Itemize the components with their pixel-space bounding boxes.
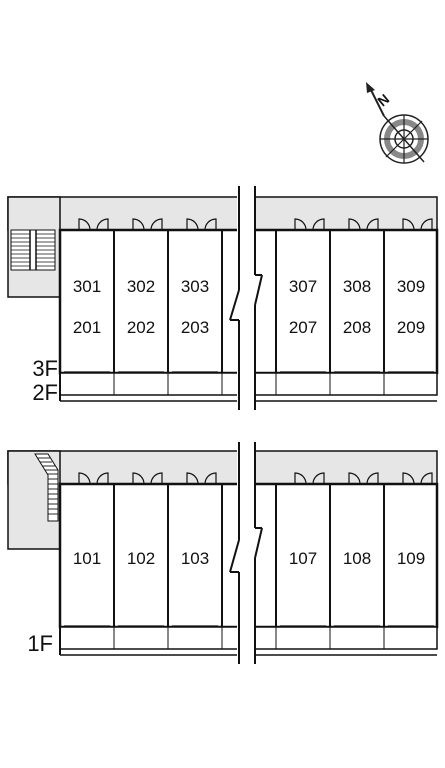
unit-label-103: 103	[181, 549, 209, 568]
unit-label-207: 207	[289, 318, 317, 337]
unit-label-203: 203	[181, 318, 209, 337]
upper-floor-plan: 301 201 302 202 303 203 307 207 308 208 …	[7, 186, 439, 410]
upper-door-icons	[78, 218, 433, 231]
upper-corridor	[7, 196, 438, 231]
floor-label-3f: 3F	[32, 356, 58, 381]
lower-staircase-icon	[34, 453, 59, 522]
upper-break-mark	[229, 186, 263, 410]
unit-label-107: 107	[289, 549, 317, 568]
unit-label-309: 309	[397, 277, 425, 296]
compass-north-label: N	[374, 91, 392, 110]
upper-staircase-icon	[10, 229, 56, 271]
unit-label-209: 209	[397, 318, 425, 337]
unit-label-201: 201	[73, 318, 101, 337]
floor-label-1f: 1F	[27, 631, 53, 656]
unit-label-208: 208	[343, 318, 371, 337]
unit-label-202: 202	[127, 318, 155, 337]
floor-label-2f: 2F	[32, 380, 58, 405]
unit-label-303: 303	[181, 277, 209, 296]
compass-north-arrow-icon: N	[366, 82, 429, 164]
unit-label-102: 102	[127, 549, 155, 568]
unit-label-101: 101	[73, 549, 101, 568]
lower-floor-plan: 101 102 103 107 108 109 1F	[7, 442, 439, 664]
lower-break-mark	[229, 442, 263, 664]
unit-label-301: 301	[73, 277, 101, 296]
unit-label-108: 108	[343, 549, 371, 568]
unit-label-109: 109	[397, 549, 425, 568]
unit-label-308: 308	[343, 277, 371, 296]
lower-door-icons	[78, 472, 433, 485]
unit-label-302: 302	[127, 277, 155, 296]
unit-label-307: 307	[289, 277, 317, 296]
lower-corridor	[7, 450, 438, 485]
